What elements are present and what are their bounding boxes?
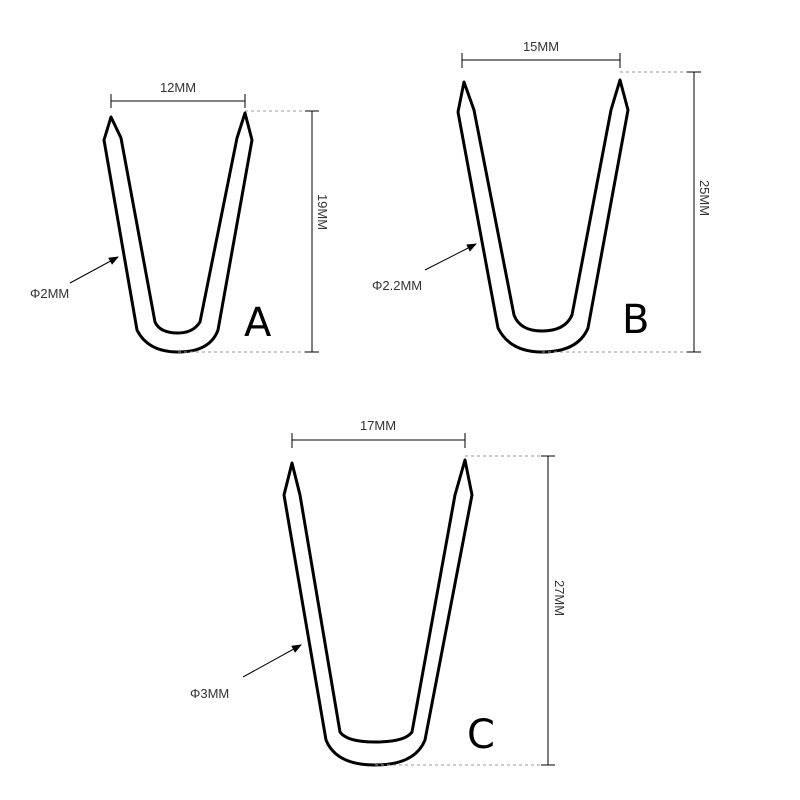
staple-c-letter: C [467, 712, 495, 758]
staple-b-height-label: 25MM [697, 180, 712, 216]
staple-c-width-label: 17MM [360, 418, 396, 433]
staple-a-height-label: 19MM [315, 194, 330, 230]
staple-a-letter: A [244, 300, 272, 346]
staple-b: 15MM 25MM Φ2.2MM B [372, 39, 712, 354]
staple-c-outline [282, 458, 474, 767]
staple-a-width-label: 12MM [160, 80, 196, 95]
staple-b-diameter-label: Φ2.2MM [372, 278, 422, 293]
staple-b-diameter-arrow [424, 243, 477, 271]
staple-a-diameter-arrow [69, 256, 119, 284]
staple-b-outline [456, 78, 630, 354]
staple-c-diameter-label: Φ3MM [190, 686, 229, 701]
staple-a: 12MM 19MM Φ2MM A [30, 80, 330, 354]
staple-c: 17MM 27MM Φ3MM C [190, 418, 567, 767]
staple-b-width-label: 15MM [523, 39, 559, 54]
staple-a-outline [102, 111, 254, 354]
staple-a-diameter-label: Φ2MM [30, 286, 69, 301]
staple-c-height-label: 27MM [552, 580, 567, 616]
staple-b-letter: B [622, 297, 649, 343]
staple-c-diameter-arrow [242, 644, 302, 678]
